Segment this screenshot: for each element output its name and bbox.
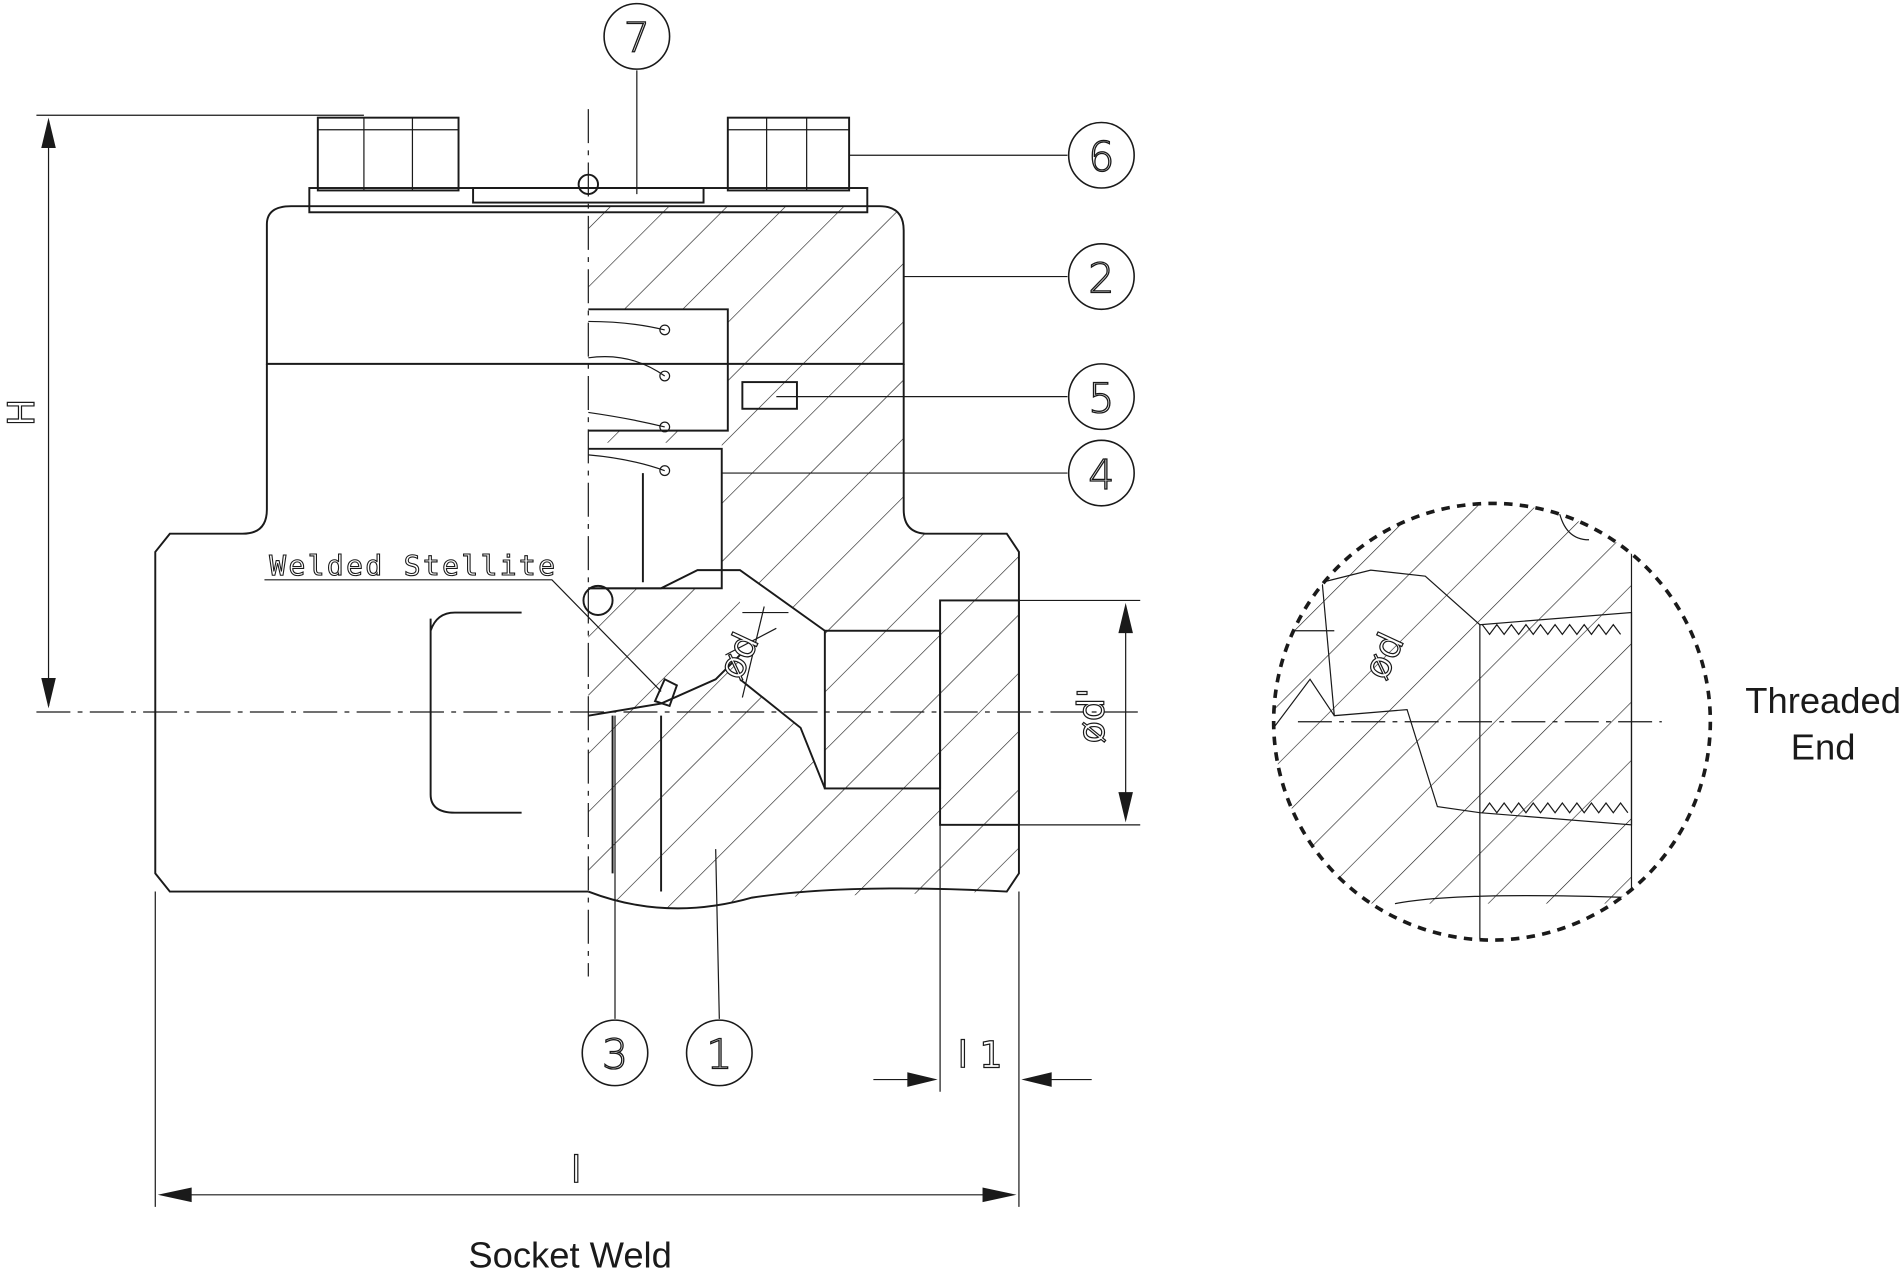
balloon-2: 2 <box>1067 243 1135 311</box>
dim-length: l <box>571 1149 581 1192</box>
detail-title-line2: End <box>1791 726 1856 767</box>
balloon-4: 4 <box>1067 439 1135 507</box>
balloon-3: 3 <box>581 1019 649 1087</box>
svg-text:4: 4 <box>1088 451 1114 499</box>
spring-coils <box>588 320 671 477</box>
detail-title-line1: Threaded <box>1745 680 1901 721</box>
svg-text:3: 3 <box>602 1031 628 1079</box>
balloon-6: 6 <box>1067 121 1135 189</box>
annotation-text: Welded Stellite <box>269 549 557 582</box>
svg-text:5: 5 <box>1088 374 1114 422</box>
svg-text:1: 1 <box>706 1031 732 1079</box>
valve-body <box>154 205 1020 910</box>
svg-text:7: 7 <box>624 14 650 62</box>
welded-stellite-note: Welded Stellite <box>264 548 662 692</box>
main-title: Socket Weld <box>468 1235 672 1270</box>
section-hatching <box>588 206 1019 909</box>
dim-socket-bore: ød' <box>1070 688 1113 743</box>
svg-text:6: 6 <box>1088 133 1114 181</box>
dim-socket-depth: l 1 <box>958 1033 1003 1076</box>
part-balloons: 7 6 2 5 4 3 1 <box>581 2 1135 1087</box>
dim-height: H <box>0 399 43 426</box>
balloon-7: 7 <box>603 2 671 70</box>
svg-text:2: 2 <box>1088 254 1114 302</box>
balloon-5: 5 <box>1067 363 1135 431</box>
balloon-1: 1 <box>685 1019 753 1087</box>
threaded-end-detail: ød Threaded End <box>1271 501 1901 942</box>
